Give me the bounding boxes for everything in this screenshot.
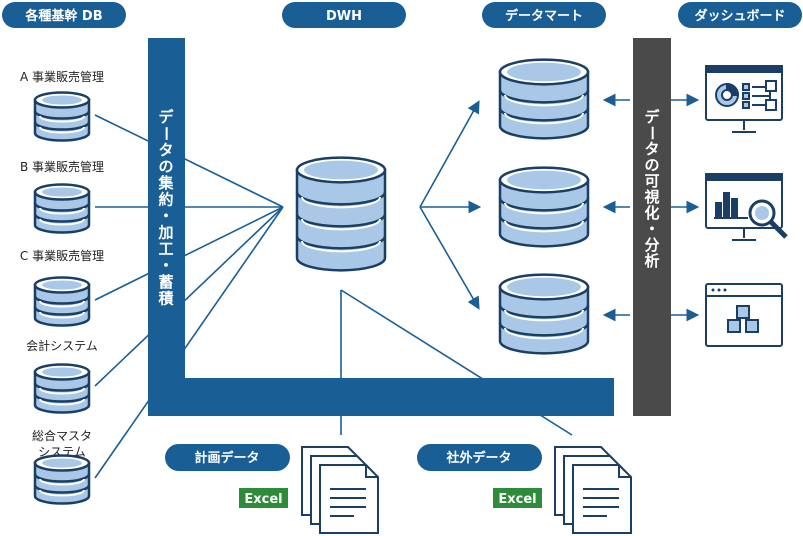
dwh-database-icon	[295, 156, 387, 272]
visualize-bar	[633, 38, 671, 416]
svg-text:加: 加	[157, 224, 173, 242]
svg-text:集: 集	[157, 174, 174, 192]
excel-badge-external-label: Excel	[498, 492, 536, 507]
source-database-icon	[33, 363, 91, 414]
svg-text:約: 約	[158, 191, 173, 209]
header-dwh-label: DWH	[326, 9, 362, 24]
svg-text:析: 析	[644, 252, 659, 270]
svg-text:タ: タ	[158, 141, 173, 159]
header-dwh: DWH	[282, 2, 406, 28]
source-label-master-1: 総合マスタ	[32, 428, 92, 443]
chart-search-icon	[705, 173, 788, 241]
svg-text:蓄: 蓄	[158, 273, 173, 291]
source-label-c: C 事業販売管理	[20, 248, 104, 263]
data-mart-database-icon	[498, 166, 590, 248]
pie-dashboard-icon	[705, 65, 783, 133]
source-database-icon	[33, 183, 91, 234]
svg-text:デ: デ	[158, 108, 174, 126]
header-source-db-label: 各種基幹 DB	[24, 8, 102, 24]
header-dashboard-label: ダッシュボード	[694, 8, 785, 24]
svg-text:分: 分	[644, 236, 659, 254]
plan-data-label: 計画データ	[194, 450, 259, 466]
header-source-db: 各種基幹 DB	[2, 2, 126, 28]
svg-text:・: ・	[158, 207, 173, 225]
collect-bar	[148, 38, 614, 416]
svg-text:・: ・	[644, 220, 659, 238]
svg-text:ー: ー	[643, 125, 661, 140]
source-database-icon	[33, 276, 91, 327]
data-mart-database-icon	[498, 273, 590, 355]
header-data-mart-label: データマート	[505, 8, 583, 24]
mart-bar-arrows	[602, 93, 700, 322]
header-data-mart: データマート	[482, 2, 606, 28]
external-data-pill: 社外データ	[417, 444, 542, 471]
svg-text:視: 視	[643, 188, 659, 206]
source-connectors	[94, 114, 284, 479]
external-data-label: 社外データ	[445, 450, 511, 466]
document-stack-icon	[554, 446, 632, 534]
svg-text:化: 化	[644, 204, 659, 222]
document-stack-icon	[301, 446, 379, 534]
header-dashboard: ダッシュボード	[678, 2, 802, 28]
excel-badge-plan-label: Excel	[244, 492, 282, 507]
excel-badge-external: Excel	[493, 488, 542, 508]
svg-text:の: の	[158, 158, 173, 176]
svg-text:デ: デ	[644, 108, 660, 126]
dwh-to-mart-arrows	[419, 100, 482, 310]
plan-data-pill: 計画データ	[165, 444, 290, 471]
svg-text:工: 工	[158, 240, 173, 258]
source-database-icon	[33, 454, 91, 505]
source-label-accounting: 会計システム	[26, 338, 98, 353]
source-label-a: A 事業販売管理	[20, 69, 104, 84]
data-mart-database-icon	[498, 58, 590, 140]
source-database-icon	[33, 91, 91, 142]
excel-badge-plan: Excel	[239, 488, 288, 508]
svg-text:・: ・	[158, 257, 173, 275]
svg-text:積: 積	[157, 290, 174, 308]
source-label-b: B 事業販売管理	[20, 159, 104, 174]
svg-text:ー: ー	[157, 126, 175, 141]
svg-text:タ: タ	[644, 140, 659, 158]
svg-text:可: 可	[644, 172, 659, 190]
cubes-window-icon	[705, 283, 783, 347]
svg-text:の: の	[644, 156, 659, 174]
file-connectors	[340, 289, 573, 436]
